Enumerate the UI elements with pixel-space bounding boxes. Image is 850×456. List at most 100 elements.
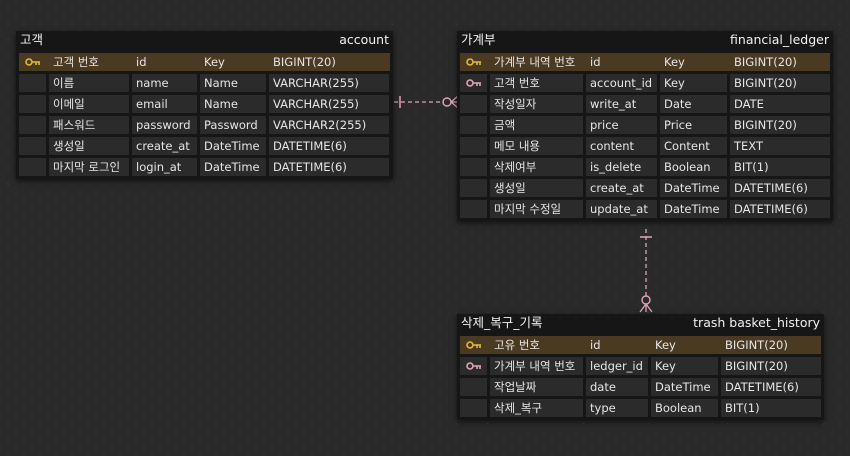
table-header[interactable]: 가계부 financial_ledger [457,31,833,51]
table-header[interactable]: 삭제_복구_기록 trash basket_history [457,314,824,334]
column-name: date [586,378,648,396]
column-label: 생성일 [490,179,583,197]
empty-icon-cell [460,179,487,197]
table-physical-name: financial_ledger [730,32,829,47]
column-domain: Password [200,116,266,134]
column-row[interactable]: 고객 번호 account_id Key BIGINT(20) [460,74,830,92]
column-row[interactable]: 가계부 내역 번호 id Key BIGINT(20) [460,53,830,71]
column-domain: Key [651,357,718,375]
relation-account-ledger[interactable] [394,95,459,109]
column-type: BIGINT(20) [721,336,821,354]
column-domain: Key [660,74,727,92]
column-name: login_at [132,158,197,176]
empty-icon-cell [460,116,487,134]
empty-icon-cell [460,378,487,396]
column-label: 고객 번호 [490,74,583,92]
column-name: ledger_id [586,357,648,375]
column-name: account_id [586,74,657,92]
column-type: DATETIME(6) [721,378,821,396]
column-list: 가계부 내역 번호 id Key BIGINT(20) 고객 번호 accoun… [457,51,833,221]
relation-ledger-trash[interactable] [639,229,653,313]
column-label: 마지막 로그인 [49,158,129,176]
column-list: 고유 번호 id Key BIGINT(20) 가계부 내역 번호 ledger… [457,334,824,420]
column-row[interactable]: 금액 price Price BIGINT(20) [460,116,830,134]
column-domain: DateTime [200,158,266,176]
column-row[interactable]: 가계부 내역 번호 ledger_id Key BIGINT(20) [460,357,821,375]
column-domain: Key [200,53,266,71]
primary-key-icon [460,336,487,354]
empty-icon-cell [460,137,487,155]
primary-key-icon [19,53,46,71]
column-type: BIT(1) [730,158,830,176]
column-name: id [586,53,657,71]
table-physical-name: account [339,32,389,47]
column-name: id [132,53,197,71]
column-name: create_at [132,137,197,155]
column-domain: Price [660,116,727,134]
column-row[interactable]: 이메일 email Name VARCHAR(255) [19,95,390,113]
column-label: 고유 번호 [490,336,583,354]
column-type: BIGINT(20) [721,357,821,375]
column-domain: DateTime [660,179,727,197]
empty-icon-cell [19,158,46,176]
column-name: is_delete [586,158,657,176]
table-financial-ledger[interactable]: 가계부 financial_ledger 가계부 내역 번호 id Key BI… [457,31,833,221]
table-logical-name: 삭제_복구_기록 [461,315,543,330]
column-type: VARCHAR(255) [269,74,389,92]
column-type: TEXT [730,137,830,155]
empty-icon-cell [460,399,487,417]
column-row[interactable]: 고유 번호 id Key BIGINT(20) [460,336,821,354]
column-domain: Name [200,95,266,113]
column-label: 패스워드 [49,116,129,134]
column-name: price [586,116,657,134]
column-row[interactable]: 패스워드 password Password VARCHAR2(255) [19,116,390,134]
column-type: DATETIME(6) [730,200,830,218]
column-type: BIT(1) [721,399,821,417]
table-trash-basket-history[interactable]: 삭제_복구_기록 trash basket_history 고유 번호 id K… [457,314,824,420]
column-domain: Key [660,53,727,71]
empty-icon-cell [460,158,487,176]
column-label: 작성일자 [490,95,583,113]
empty-icon-cell [19,74,46,92]
column-row[interactable]: 생성일 create_at DateTime DATETIME(6) [19,137,390,155]
column-domain: Key [651,336,718,354]
empty-icon-cell [460,200,487,218]
column-domain: Boolean [660,158,727,176]
column-row[interactable]: 삭제여부 is_delete Boolean BIT(1) [460,158,830,176]
column-name: name [132,74,197,92]
column-name: create_at [586,179,657,197]
column-label: 이메일 [49,95,129,113]
column-type: BIGINT(20) [730,53,830,71]
column-row[interactable]: 생성일 create_at DateTime DATETIME(6) [460,179,830,197]
column-type: BIGINT(20) [269,53,389,71]
column-name: write_at [586,95,657,113]
table-physical-name: trash basket_history [693,315,820,330]
empty-icon-cell [19,95,46,113]
column-domain: DateTime [651,378,718,396]
column-domain: Content [660,137,727,155]
column-label: 이름 [49,74,129,92]
column-name: password [132,116,197,134]
empty-icon-cell [460,95,487,113]
table-account[interactable]: 고객 account 고객 번호 id Key BIGINT(20) 이름 na… [16,31,393,179]
foreign-key-icon [460,74,487,92]
foreign-key-icon [460,357,487,375]
column-row[interactable]: 삭제_복구 type Boolean BIT(1) [460,399,821,417]
column-row[interactable]: 작성일자 write_at Date DATE [460,95,830,113]
column-domain: DateTime [200,137,266,155]
column-row[interactable]: 마지막 로그인 login_at DateTime DATETIME(6) [19,158,390,176]
column-label: 작업날짜 [490,378,583,396]
column-domain: Name [200,74,266,92]
column-type: BIGINT(20) [730,74,830,92]
column-row[interactable]: 작업날짜 date DateTime DATETIME(6) [460,378,821,396]
table-header[interactable]: 고객 account [16,31,393,51]
column-label: 마지막 수정일 [490,200,583,218]
column-domain: Boolean [651,399,718,417]
column-name: update_at [586,200,657,218]
column-row[interactable]: 마지막 수정일 update_at DateTime DATETIME(6) [460,200,830,218]
column-row[interactable]: 고객 번호 id Key BIGINT(20) [19,53,390,71]
column-row[interactable]: 메모 내용 content Content TEXT [460,137,830,155]
column-row[interactable]: 이름 name Name VARCHAR(255) [19,74,390,92]
